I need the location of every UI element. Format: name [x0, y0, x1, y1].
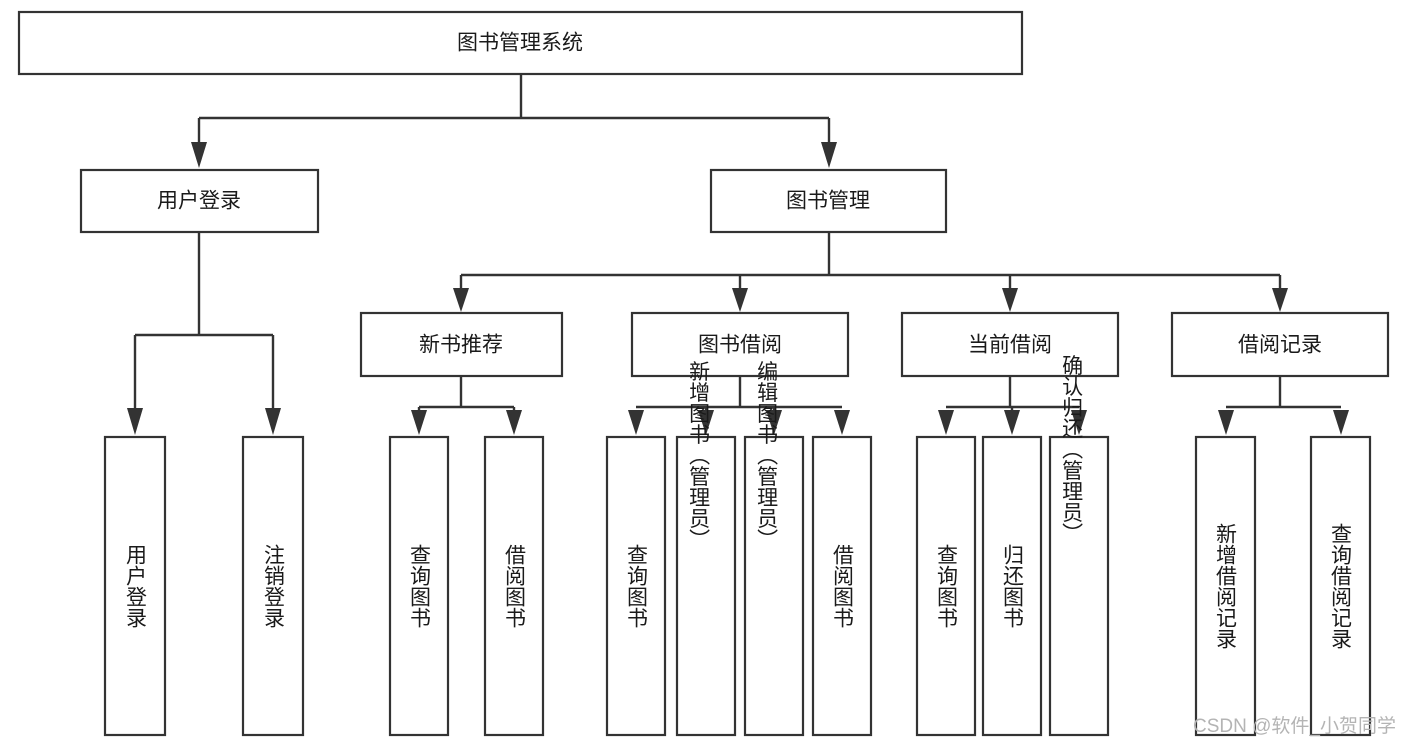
node-book-borrow[interactable]: 图书借阅 [630, 311, 850, 378]
node-leaf-return-book[interactable]: 归还图书 [981, 435, 1043, 737]
node-user-login[interactable]: 用户登录 [79, 168, 320, 234]
node-root-label: 图书管理系统 [457, 32, 583, 55]
node-leaf-return-book-box[interactable] [981, 435, 1043, 737]
arrow-head-user-login [191, 142, 207, 168]
node-leaf-user-login-box[interactable] [103, 435, 167, 737]
node-leaf-query-book-2[interactable]: 查询图书 [605, 435, 667, 737]
node-leaf-user-login[interactable]: 用户登录 [103, 435, 167, 737]
node-leaf-query-book-3-box[interactable] [915, 435, 977, 737]
node-leaf-confirm-return-label: 确认归还（管理员） [1060, 355, 1084, 544]
node-leaf-query-book-2-label: 查询图书 [625, 544, 649, 628]
node-book-manage-box[interactable] [709, 168, 948, 234]
node-leaf-confirm-return-box[interactable] [1048, 435, 1110, 737]
node-new-book-rec[interactable]: 新书推荐 [359, 311, 564, 378]
arrow-head-leaf-logout [265, 408, 281, 435]
node-root-box[interactable] [17, 10, 1024, 76]
watermark-label: CSDN @软件_小贺同学 [1193, 715, 1396, 737]
node-leaf-logout-box[interactable] [241, 435, 305, 737]
connector-layer [127, 74, 1349, 435]
node-leaf-borrow-book-1[interactable]: 借阅图书 [483, 435, 545, 737]
arrow-head-leaf-borrow-book-1 [506, 410, 522, 435]
node-leaf-edit-book-box[interactable] [743, 435, 805, 737]
node-leaf-query-book-2-box[interactable] [605, 435, 667, 737]
node-current-borrow-label: 当前借阅 [968, 334, 1052, 357]
node-leaf-borrow-book-1-box[interactable] [483, 435, 545, 737]
arrow-head-leaf-add-book [698, 410, 714, 435]
arrow-head-leaf-borrow-book-2 [834, 410, 850, 435]
node-leaf-borrow-book-2-label: 借阅图书 [831, 544, 855, 628]
node-leaf-add-book-box[interactable] [675, 435, 737, 737]
node-leaf-query-record-label: 查询借阅记录 [1329, 523, 1353, 649]
arrow-head-current-borrow [1002, 288, 1018, 312]
node-leaf-query-record-box[interactable] [1309, 435, 1372, 737]
node-leaf-query-book-1[interactable]: 查询图书 [388, 435, 450, 737]
node-current-borrow-box[interactable] [900, 311, 1120, 378]
arrow-head-leaf-query-record [1333, 410, 1349, 435]
node-new-book-rec-label: 新书推荐 [419, 334, 503, 357]
node-user-login-box[interactable] [79, 168, 320, 234]
node-borrow-record[interactable]: 借阅记录 [1170, 311, 1390, 378]
node-leaf-logout-label: 注销登录 [262, 544, 286, 628]
node-book-manage-label: 图书管理 [786, 190, 870, 213]
arrow-head-borrow-record [1272, 288, 1288, 312]
arrow-head-leaf-query-book-3 [938, 410, 954, 435]
node-borrow-record-box[interactable] [1170, 311, 1390, 378]
arrow-head-leaf-user-login [127, 408, 143, 435]
node-leaf-query-record[interactable]: 查询借阅记录 [1309, 435, 1372, 737]
arrow-head-book-borrow [732, 288, 748, 312]
node-leaf-query-book-3-label: 查询图书 [935, 544, 959, 628]
node-book-borrow-label: 图书借阅 [698, 334, 782, 357]
node-leaf-query-book-1-label: 查询图书 [408, 544, 432, 628]
arrow-head-book-manage [821, 142, 837, 168]
node-book-manage[interactable]: 图书管理 [709, 168, 948, 234]
node-leaf-borrow-book-1-label: 借阅图书 [503, 544, 527, 628]
node-leaf-confirm-return[interactable]: 确认归还（管理员） [1048, 355, 1110, 737]
arrow-head-new-book-rec [453, 288, 469, 312]
arrow-head-leaf-edit-book [766, 410, 782, 435]
node-book-borrow-box[interactable] [630, 311, 850, 378]
node-leaf-logout[interactable]: 注销登录 [241, 435, 305, 737]
node-leaf-borrow-book-2-box[interactable] [811, 435, 873, 737]
node-root[interactable]: 图书管理系统 [17, 10, 1024, 76]
arrow-head-leaf-add-record [1218, 410, 1234, 435]
node-leaf-borrow-book-2[interactable]: 借阅图书 [811, 435, 873, 737]
node-user-login-label: 用户登录 [157, 190, 241, 213]
node-leaf-add-book[interactable]: 新增图书（管理员） [675, 361, 737, 737]
node-leaf-edit-book-label: 编辑图书（管理员） [755, 361, 779, 550]
node-leaf-edit-book[interactable]: 编辑图书（管理员） [743, 361, 805, 737]
node-leaf-return-book-label: 归还图书 [1001, 544, 1025, 628]
arrow-head-leaf-query-book-2 [628, 410, 644, 435]
node-leaf-add-record[interactable]: 新增借阅记录 [1194, 435, 1257, 737]
node-leaf-user-login-label: 用户登录 [124, 544, 148, 628]
node-leaf-query-book-3[interactable]: 查询图书 [915, 435, 977, 737]
node-current-borrow[interactable]: 当前借阅 [900, 311, 1120, 378]
node-borrow-record-label: 借阅记录 [1238, 334, 1322, 357]
node-new-book-rec-box[interactable] [359, 311, 564, 378]
node-leaf-query-book-1-box[interactable] [388, 435, 450, 737]
arrow-head-leaf-confirm-return [1071, 410, 1087, 435]
node-leaf-add-record-box[interactable] [1194, 435, 1257, 737]
arrow-head-leaf-query-book-1 [411, 410, 427, 435]
node-leaf-add-book-label: 新增图书（管理员） [687, 361, 711, 550]
node-leaf-add-record-label: 新增借阅记录 [1214, 523, 1238, 649]
arrow-head-leaf-return-book [1004, 410, 1020, 435]
